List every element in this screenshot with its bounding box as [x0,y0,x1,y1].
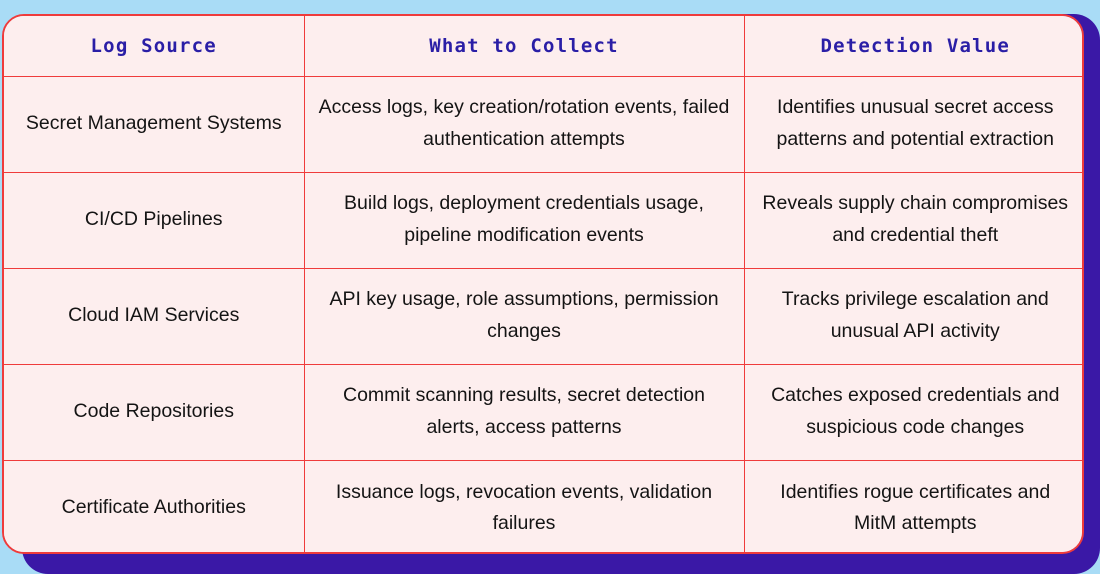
cell-detection-value: Identifies rogue certificates and MitM a… [743,459,1082,552]
cell-detection-value: Tracks privilege escalation and unusual … [743,267,1082,365]
cell-what-to-collect: API key usage, role assumptions, permiss… [303,267,745,365]
log-source-table-card: Log Source What to Collect Detection Val… [2,14,1084,554]
table-row: Secret Management Systems Access logs, k… [4,75,1082,173]
column-header-log-source: Log Source [4,16,305,77]
table-row: Certificate Authorities Issuance logs, r… [4,459,1082,552]
table-body: Secret Management Systems Access logs, k… [4,75,1082,552]
table-row: Cloud IAM Services API key usage, role a… [4,267,1082,365]
table-header: Log Source What to Collect Detection Val… [4,16,1082,77]
cell-detection-value: Identifies unusual secret access pattern… [743,75,1082,173]
cell-log-source: Code Repositories [4,363,305,461]
table-row: Code Repositories Commit scanning result… [4,363,1082,461]
cell-log-source: Certificate Authorities [4,459,305,552]
cell-what-to-collect: Access logs, key creation/rotation event… [303,75,745,173]
log-source-table: Log Source What to Collect Detection Val… [4,16,1082,552]
column-header-detection-value: Detection Value [743,16,1082,77]
column-header-what-to-collect: What to Collect [303,16,745,77]
cell-detection-value: Catches exposed credentials and suspicio… [743,363,1082,461]
cell-log-source: CI/CD Pipelines [4,171,305,269]
cell-detection-value: Reveals supply chain compromises and cre… [743,171,1082,269]
table-header-row: Log Source What to Collect Detection Val… [4,16,1082,77]
cell-what-to-collect: Issuance logs, revocation events, valida… [303,459,745,552]
cell-what-to-collect: Build logs, deployment credentials usage… [303,171,745,269]
cell-what-to-collect: Commit scanning results, secret detectio… [303,363,745,461]
cell-log-source: Secret Management Systems [4,75,305,173]
cell-log-source: Cloud IAM Services [4,267,305,365]
table-row: CI/CD Pipelines Build logs, deployment c… [4,171,1082,269]
